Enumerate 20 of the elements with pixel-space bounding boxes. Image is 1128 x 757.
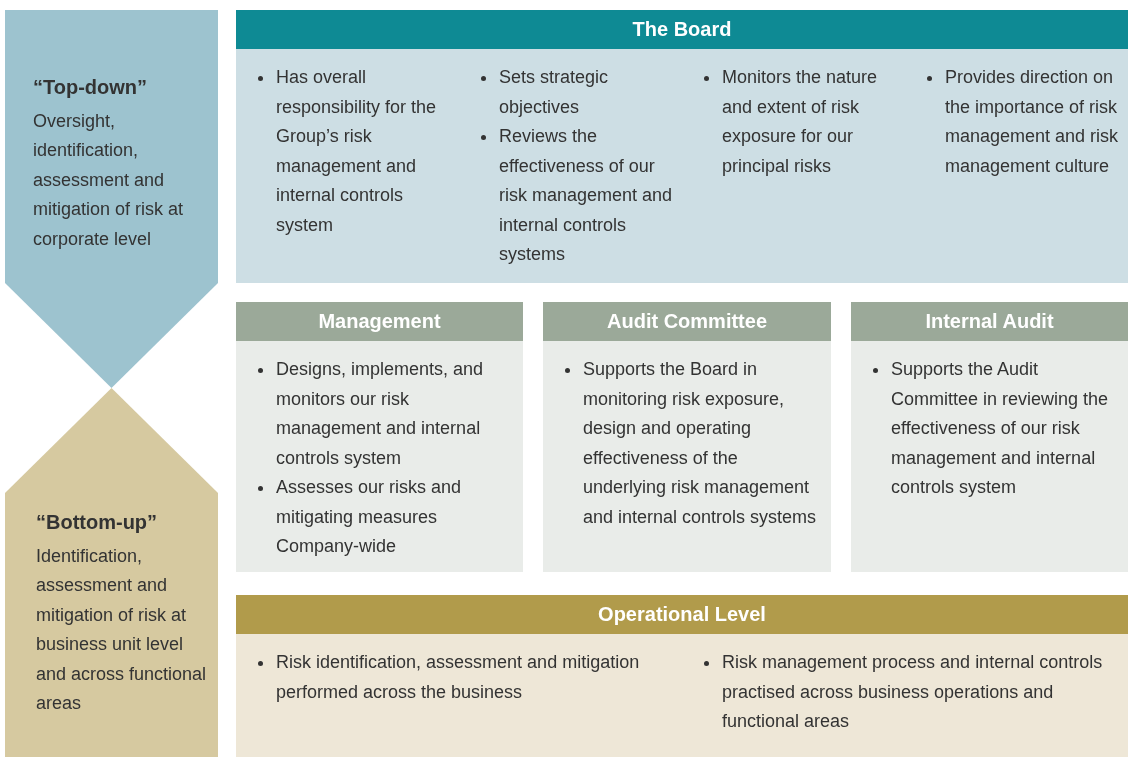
bullet-text: Risk management process and internal controls practised across business operations and functional areas — [722, 652, 1103, 731]
box-heading: The Board — [236, 10, 1128, 49]
bullet-text: Supports the Audit Committee in reviewing the effectiveness of our risk management and internal controls system — [891, 359, 1109, 497]
box-heading: Management — [236, 302, 523, 341]
bullet-text: Has overall responsibility for the Group’s risk management and internal controls system — [276, 67, 437, 235]
arrow-heading: “Bottom-up” — [36, 510, 159, 535]
bullet-text: Risk identification, assessment and mitigation performed across the business — [276, 652, 640, 702]
bullet-text: Designs, implements, and monitors our risk management and internal controls system — [276, 359, 484, 468]
arrow-heading: “Top-down” — [33, 75, 149, 100]
bullet-text: Reviews the effectiveness of our risk management and internal controls systems — [499, 126, 673, 264]
bullet-text: Provides direction on the importance of risk management and risk management culture — [945, 67, 1119, 176]
box-heading: Audit Committee — [543, 302, 831, 341]
arrow-description: Identification, assessment and mitigation of risk at business unit level and across functional areas — [36, 544, 208, 715]
bullet-text: Assesses our risks and mitigating measures Company-wide — [276, 477, 462, 556]
bullet-text: Monitors the nature and extent of risk exposure for our principal risks — [722, 67, 878, 176]
bullet-text: Sets strategic objectives — [499, 67, 609, 117]
box-heading: Operational Level — [236, 595, 1128, 634]
arrow-description: Oversight, identification, assessment and mitigation of risk at corporate level — [33, 109, 185, 251]
bullet-text: Supports the Board in monitoring risk exposure, design and operating effectiveness of the underlying risk management and internal controls systems — [583, 359, 817, 527]
box-heading: Internal Audit — [851, 302, 1128, 341]
